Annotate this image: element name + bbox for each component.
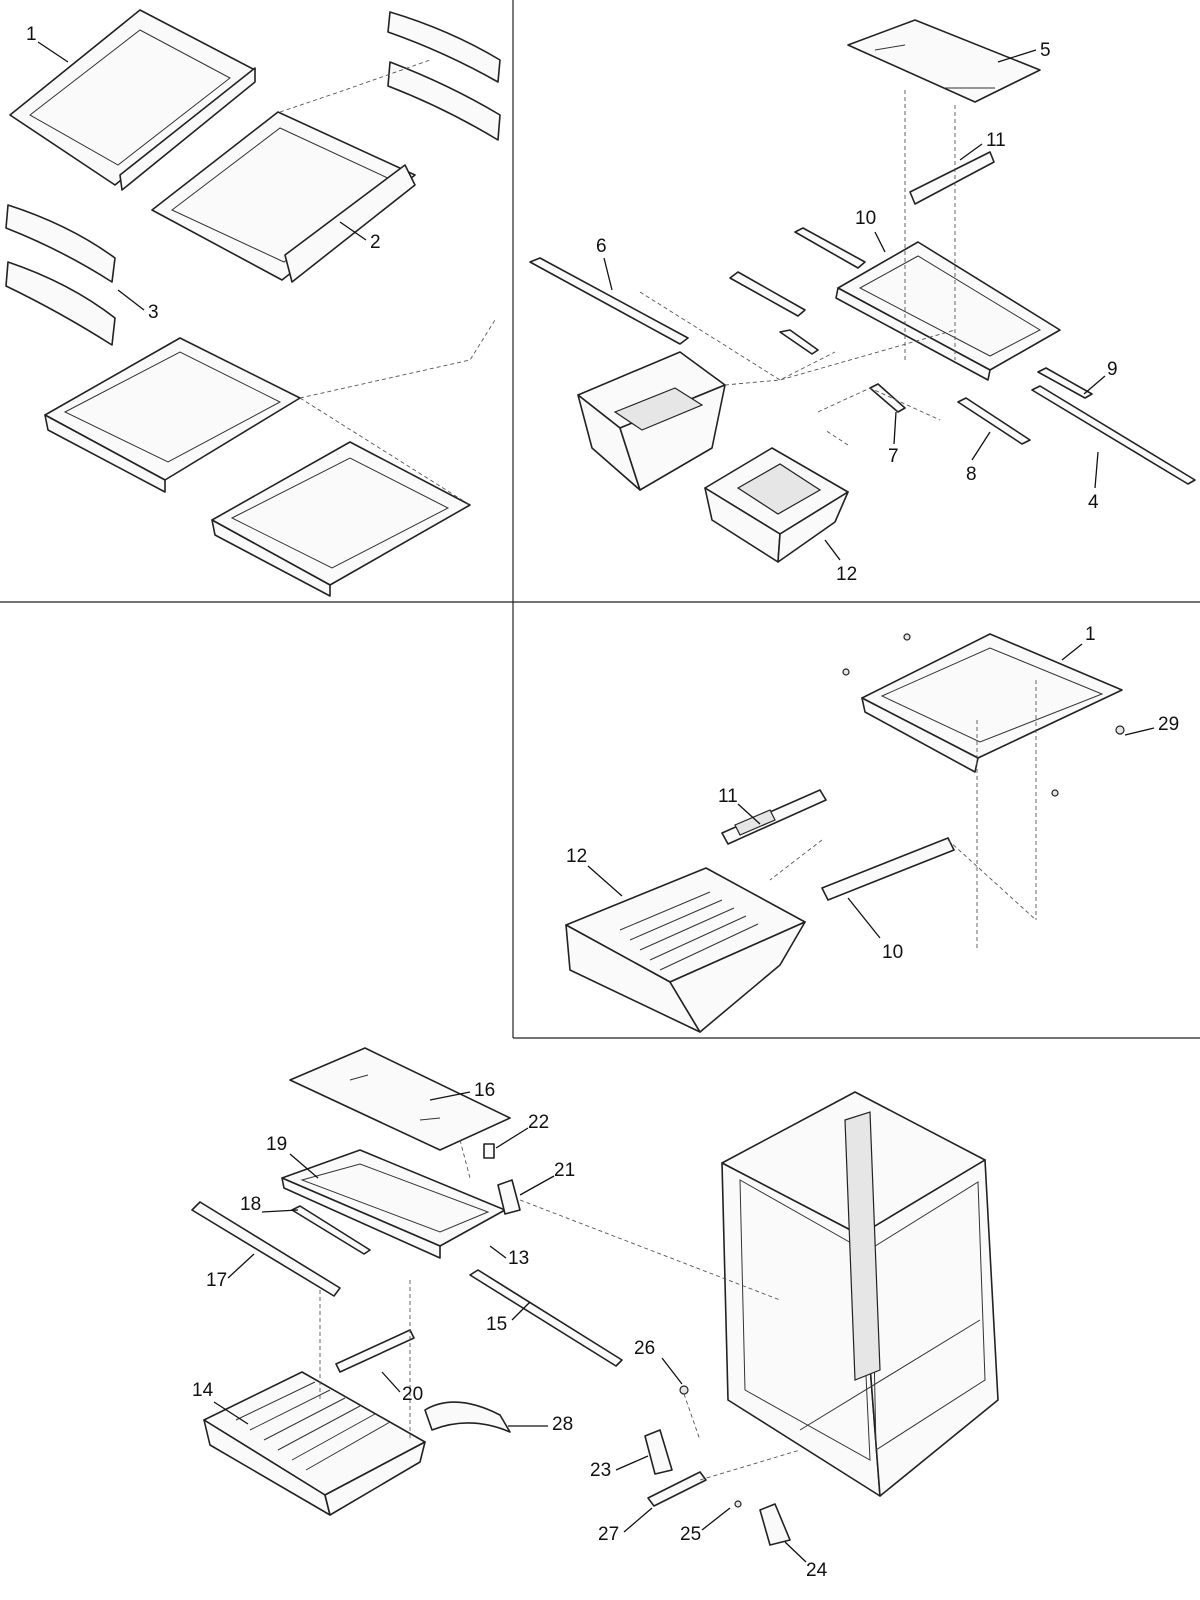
bracket-24	[759, 1503, 791, 1546]
bottom-assembly: 16 22 19 21 18 13 17 15 26 20 14 28 23 2…	[191, 1047, 999, 1581]
callout-12: 12	[836, 564, 857, 585]
callout-27: 27	[598, 1524, 619, 1545]
callout-16: 16	[474, 1080, 495, 1101]
rail-17	[191, 1201, 341, 1297]
bracket-21	[497, 1179, 521, 1215]
callout-13: 13	[508, 1248, 529, 1269]
frame-13	[281, 1149, 506, 1259]
drawer-grille-14	[235, 1381, 391, 1471]
quadrant-borders	[0, 0, 1200, 1039]
glass-cover-16	[289, 1047, 511, 1151]
q4-dashed-guides	[769, 680, 1037, 950]
callout-1: 1	[26, 24, 37, 45]
callout-17: 17	[206, 1270, 227, 1291]
shelf-with-bins	[842, 633, 1125, 797]
drawer-14	[203, 1371, 426, 1516]
crisper-drawer-right	[704, 447, 849, 563]
screw-26	[679, 1385, 689, 1395]
callout-20: 20	[402, 1384, 423, 1405]
clip-22	[483, 1143, 495, 1159]
glass-shelf-4	[211, 441, 471, 597]
deli-drawer-12	[565, 867, 806, 1033]
drawer-slide-10	[821, 837, 955, 901]
q1-dashed-guides	[279, 59, 496, 506]
drawer-slide-11	[721, 789, 827, 845]
divider-strips	[529, 227, 1196, 485]
freezer-liner	[721, 1091, 999, 1497]
callout-18: 18	[240, 1194, 261, 1215]
callout-28: 28	[552, 1414, 573, 1435]
slide-rail-top	[909, 151, 995, 205]
quadrant-bottom-right: 1 29 11 12 10	[565, 624, 1179, 1033]
callout-29: 29	[1158, 714, 1179, 735]
callout-10: 10	[855, 208, 876, 229]
quadrant-top-right: 5 11 10 6 9 7 8 4 12	[529, 19, 1196, 585]
bracket-23	[644, 1429, 673, 1475]
callout-11-slide: 11	[718, 786, 738, 807]
callout-22: 22	[528, 1112, 549, 1133]
bottom-dashed-guides	[319, 1139, 801, 1481]
handle-28	[424, 1401, 511, 1433]
callout-25: 25	[680, 1524, 701, 1545]
callout-21: 21	[554, 1160, 575, 1181]
callout-2: 2	[370, 232, 381, 253]
callout-26: 26	[634, 1338, 655, 1359]
callout-24: 24	[806, 1560, 828, 1581]
callout-14: 14	[192, 1380, 214, 1401]
slide-20	[335, 1329, 415, 1373]
glass-shelf-1	[9, 9, 256, 191]
screw-25	[734, 1500, 742, 1508]
callout-23: 23	[590, 1460, 611, 1481]
slide-18	[291, 1205, 371, 1255]
callout-19: 19	[266, 1134, 287, 1155]
callout-10-slide: 10	[882, 942, 903, 963]
callout-7: 7	[888, 446, 899, 467]
glass-shelf-3	[44, 337, 301, 493]
rail-27	[647, 1471, 707, 1507]
callout-5: 5	[1040, 40, 1051, 61]
crisper-cover-glass	[847, 19, 1041, 103]
glass-shelf-2	[151, 111, 416, 283]
callout-15: 15	[486, 1314, 507, 1335]
callout-11: 11	[986, 130, 1006, 151]
callout-8: 8	[966, 464, 977, 485]
rail-15	[469, 1269, 623, 1367]
callout-1-bin-shelf: 1	[1085, 624, 1096, 645]
callout-9: 9	[1107, 359, 1118, 380]
callout-6: 6	[596, 236, 607, 257]
callout-3: 3	[148, 302, 159, 323]
crisper-frame	[835, 241, 1061, 381]
callout-12-drawer: 12	[566, 846, 587, 867]
quadrant-top-left: 1 2 3	[5, 9, 501, 597]
drawer-grille	[619, 891, 759, 971]
callout-4: 4	[1088, 492, 1099, 513]
crisper-drawer-left	[577, 351, 726, 491]
shelf-trim-set	[5, 11, 501, 346]
q2-dashed-guides	[639, 90, 956, 446]
